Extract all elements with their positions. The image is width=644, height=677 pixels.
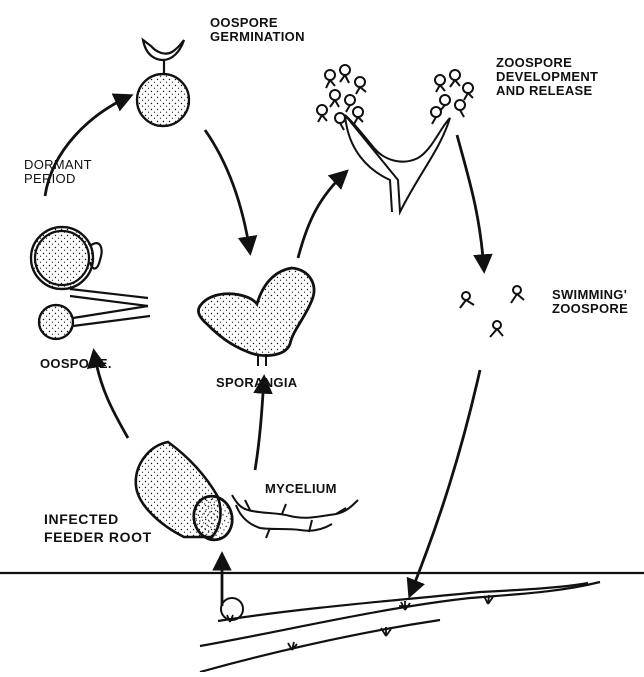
mycelium [232, 495, 358, 538]
swimming-zoospores [460, 286, 524, 337]
label-oospore: OOSPORE. [40, 357, 112, 371]
label-oospore-germination: OOSPORE GERMINATION [210, 16, 305, 44]
label-infected-feeder-root: INFECTED FEEDER ROOT [44, 510, 152, 546]
label-dormant-period: DORMANT PERIOD [24, 158, 92, 186]
label-swimming-zoospore: SWIMMING' ZOOSPORE [552, 288, 628, 316]
label-zoospore-development: ZOOSPORE DEVELOPMENT AND RELEASE [496, 56, 598, 98]
germinating-oospore [137, 40, 189, 126]
label-sporangia: SPORANGIA [216, 376, 297, 390]
sporangium [198, 268, 314, 366]
label-mycelium: MYCELIUM [265, 482, 337, 496]
dormant-oospores [31, 227, 150, 339]
soil-line [0, 573, 644, 672]
sporangium-releasing-zoospores [317, 65, 473, 212]
